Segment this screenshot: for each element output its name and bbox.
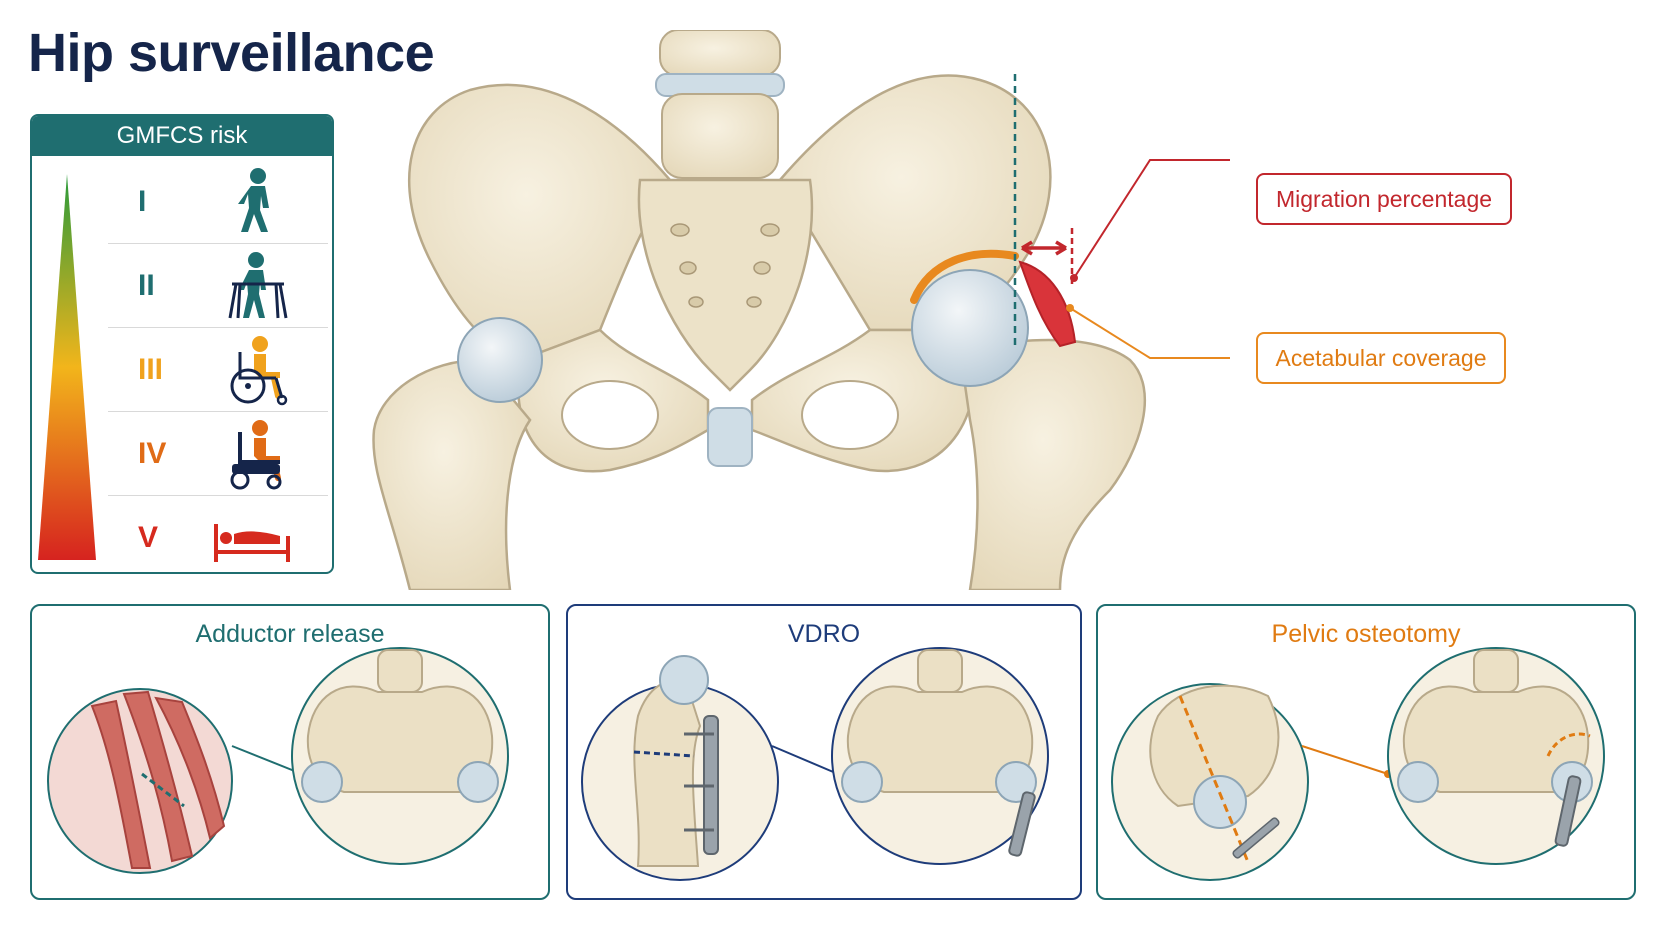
level-label: IV <box>138 436 167 470</box>
inset-connector <box>1301 745 1389 775</box>
panel-title: Adductor release <box>195 620 385 648</box>
bed-icon <box>214 524 290 562</box>
spine-vertebra <box>659 30 781 77</box>
right-femoral-head <box>457 317 543 403</box>
panel-title: VDRO <box>787 620 861 648</box>
walker-child-icon <box>228 252 288 319</box>
left-femur <box>958 338 1146 590</box>
mini-pelvis-icon <box>841 649 1037 803</box>
screws <box>684 732 714 832</box>
osteotomy-line <box>1178 695 1250 863</box>
migration-arrow <box>1021 240 1067 256</box>
gmfcs-level-2: II <box>108 244 328 328</box>
acetabular-coverage-callout: Acetabular coverage <box>1256 332 1506 384</box>
gmfcs-level-3: III <box>108 328 328 412</box>
right-femur <box>372 358 532 590</box>
migration-leader <box>1073 159 1230 279</box>
coverage-leader <box>1069 307 1230 359</box>
panel-title: Pelvic osteotomy <box>1271 620 1461 648</box>
osteotomy-line <box>633 750 695 758</box>
walking-child-icon <box>238 168 269 232</box>
pelvic-osteotomy-panel: Pelvic osteotomy <box>1096 604 1636 900</box>
pelvis-illustration <box>372 30 1230 590</box>
fixation-plate <box>1554 775 1582 847</box>
uncovered-head-region <box>1018 260 1077 348</box>
gmfcs-risk-panel: GMFCS risk I II III <box>30 114 334 574</box>
level-label: III <box>138 352 164 386</box>
gmfcs-header: GMFCS risk <box>32 116 332 156</box>
vdro-panel: VDRO <box>566 604 1082 900</box>
level-label: I <box>138 184 147 218</box>
level-label: II <box>138 268 155 302</box>
release-cut-line <box>141 772 185 808</box>
mini-pelvis-icon <box>1397 649 1593 803</box>
pubic-symphysis <box>707 407 753 467</box>
proximal-femur-icon <box>633 679 702 867</box>
acetabular-coverage-arc <box>910 249 1019 304</box>
blade-plate-icon <box>1008 791 1036 857</box>
femoral-head-icon <box>1193 775 1247 829</box>
gmfcs-level-1: I <box>108 160 328 244</box>
osteotomy-arc <box>1546 732 1591 757</box>
gmfcs-level-5: V <box>108 496 328 572</box>
fixation-pin <box>1232 817 1280 859</box>
right-iliac-wing <box>408 83 672 362</box>
femoral-head-icon <box>659 655 709 705</box>
sacrum <box>637 178 814 392</box>
power-wheelchair-icon <box>230 420 282 490</box>
left-femoral-head <box>911 269 1029 387</box>
spine-disc <box>655 73 785 97</box>
left-obturator-foramen <box>801 380 899 450</box>
adductor-release-panel: Adductor release <box>30 604 550 900</box>
ilium-icon <box>1149 684 1280 808</box>
gmfcs-level-4: IV <box>108 412 328 496</box>
level-label: V <box>138 521 159 554</box>
inset-connector <box>231 745 303 775</box>
left-iliac-wing <box>778 74 1052 332</box>
right-obturator-foramen <box>561 380 659 450</box>
mini-pelvis-icon <box>301 649 499 803</box>
migration-percentage-callout: Migration percentage <box>1256 173 1512 225</box>
page-title: Hip surveillance <box>28 23 435 83</box>
adductor-muscle-icon <box>90 690 226 869</box>
manual-wheelchair-icon <box>230 336 288 406</box>
spine-vertebra <box>661 93 779 179</box>
inset-connector <box>771 745 839 775</box>
risk-gradient-bar <box>38 174 96 560</box>
